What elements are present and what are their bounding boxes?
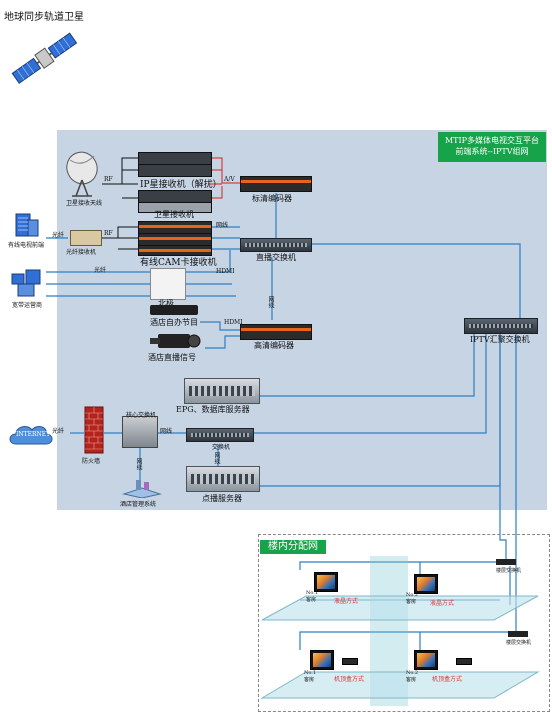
live-switch: [240, 238, 312, 252]
fiber-label-3: 光纤: [52, 428, 65, 435]
camera-icon: [150, 334, 201, 348]
room-stb-3: [342, 658, 358, 665]
hdmi-label: HDMI: [224, 319, 243, 326]
hotel-program-device: [150, 305, 198, 315]
room-stb-4: [456, 658, 472, 665]
hdmi-label-2: HDMI: [216, 268, 235, 275]
firewall-icon: [84, 406, 104, 454]
distribution-title: 楼内分配网: [260, 540, 326, 554]
floors: [260, 595, 540, 699]
hub-device: [150, 268, 186, 300]
optical-receiver: [70, 230, 102, 246]
room-4-label: No.2 客房: [406, 670, 419, 683]
room-3-mode: 机顶盒方式: [334, 676, 365, 683]
live-switch-label: 直播交换机: [256, 253, 296, 262]
room-2-label: No.2 客房: [406, 592, 419, 605]
av-label: A/V: [224, 176, 235, 183]
rf-label-1: RF: [104, 176, 113, 183]
sat-receiver-2: [138, 164, 212, 177]
internet-label: INTERNET: [16, 431, 51, 438]
sat-receivers-label: 卫星接收机: [154, 210, 194, 219]
hotel-program-label: 酒店自办节目: [150, 318, 198, 327]
lan-label-2: 网线: [213, 452, 220, 464]
floor-switch-bottom-label: 楼层交换机: [506, 640, 532, 646]
broadband-label: 宽带运营商: [12, 302, 43, 309]
core-switch-label: 核心交换机: [126, 412, 157, 419]
broadband-icon: [11, 269, 41, 297]
room-tv-4: [414, 650, 438, 670]
switch: [186, 428, 254, 442]
room-1-mode: 液晶方式: [334, 598, 359, 605]
iptv-switch: [464, 318, 538, 334]
firewall-label: 防火墙: [82, 458, 101, 465]
floor-switch-top: [496, 559, 516, 565]
dish-label: 卫星接收天线: [66, 200, 103, 207]
platform-title-line1: MTIP多媒体电视交互平台: [444, 136, 540, 145]
satellite-label: 地球同步轨道卫星: [4, 12, 84, 23]
hotel-live-label: 酒店直播信号: [148, 353, 196, 362]
room-tv-1: [314, 572, 338, 592]
hd-encoder: [240, 324, 312, 340]
fiber-label-1: 光纤: [52, 232, 65, 239]
sat-receiver-4: [138, 202, 212, 213]
distribution-panel: [258, 534, 550, 712]
epg-server-label: EPG、数据库服务器: [176, 405, 250, 414]
switch-label: 交换机: [212, 444, 231, 451]
ip-receiver-label: IP星接收机（解扰）: [140, 180, 222, 190]
optical-receiver-label: 光纤接收机: [66, 249, 97, 256]
room-tv-3: [310, 650, 334, 670]
sd-encoder: [240, 176, 312, 192]
sd-encoder-label: 标清编码器: [252, 194, 292, 203]
room-4-mode: 机顶盒方式: [432, 676, 463, 683]
net-label-2: 网线: [160, 428, 173, 435]
floor-switch-bottom: [508, 631, 528, 637]
room-1-label: No.1 客房: [306, 590, 319, 603]
lan-label-3: 网线: [135, 458, 142, 470]
cam-receiver-label: 有线CAM卡接收机: [140, 258, 217, 268]
hub-label: 北极: [158, 299, 174, 308]
floor-switch-top-label: 楼层交换机: [496, 568, 522, 574]
platform-title-line2: 前端系统--IPTV组网: [455, 147, 529, 156]
internet-cloud-icon: [9, 426, 53, 445]
cable-source-label: 有线电视前端: [8, 242, 45, 249]
room-tv-2: [414, 574, 438, 594]
satellite-dish-icon: [66, 151, 98, 197]
lan-label-1: 网线: [267, 296, 274, 308]
cam-receiver-3: [138, 245, 212, 256]
platform-title: MTIP多媒体电视交互平台 前端系统--IPTV组网: [438, 132, 546, 162]
net-label-1: 网线: [216, 222, 229, 229]
hotel-mgmt-label: 酒店管理系统: [120, 501, 157, 508]
building-icon: [15, 213, 39, 237]
vod-server-label: 点播服务器: [202, 494, 242, 503]
epg-server: [184, 378, 260, 404]
core-switch: [122, 416, 158, 448]
iptv-switch-label: IPTV汇聚交换机: [470, 335, 530, 344]
fiber-label-2: 光纤: [94, 267, 107, 274]
room-3-label: No.1 客房: [304, 670, 317, 683]
rf-label-2: RF: [104, 230, 113, 237]
room-2-mode: 液晶方式: [430, 600, 455, 607]
satellite-icon: [11, 32, 78, 84]
vod-server: [186, 466, 260, 492]
hd-encoder-label: 高清编码器: [254, 341, 294, 350]
hotel-mgmt-icon: [122, 480, 162, 498]
